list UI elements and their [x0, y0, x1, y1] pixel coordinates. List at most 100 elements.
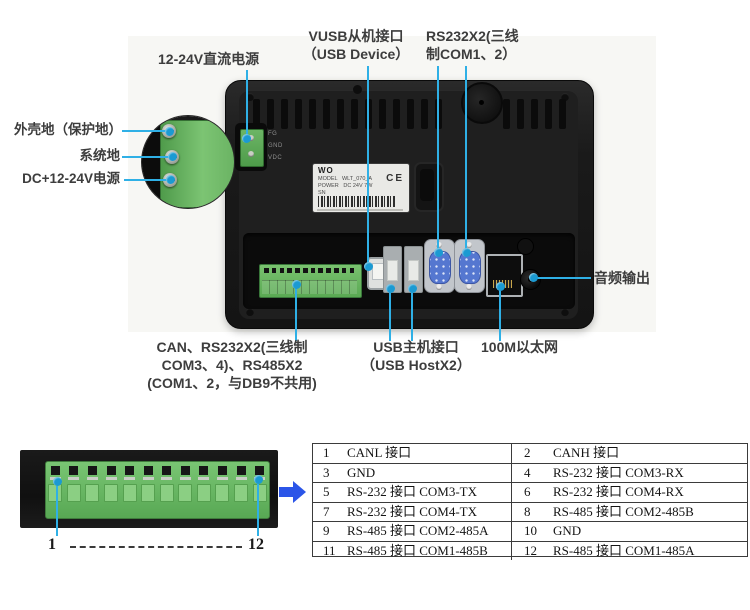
ce-mark: CE	[386, 173, 404, 184]
pin-marker-dot	[434, 248, 443, 257]
small-jack	[517, 238, 534, 255]
terminal-pin	[120, 462, 139, 518]
vent-slot	[559, 99, 566, 129]
pin-description: CANH 接口	[553, 445, 620, 460]
terminal-pin	[195, 462, 214, 518]
pin-number: 8	[511, 502, 553, 521]
terminal-hole	[334, 268, 339, 273]
pin-marker-dot	[165, 127, 174, 136]
pin-marker-dot	[496, 282, 505, 291]
leader-line	[499, 287, 501, 341]
pin-marker-dot	[292, 280, 301, 289]
db9-serial-port-1	[424, 239, 455, 293]
terminal-hole	[302, 268, 308, 273]
leader-line	[536, 277, 591, 279]
sticker-power-line: POWER DC 24V 7W	[318, 183, 373, 189]
callout-rs232: RS232X2(三线 制COM1、2）	[426, 28, 519, 62]
terminal-holes	[264, 268, 355, 273]
terminal-pin	[213, 462, 232, 518]
pin-range-dashed-line	[70, 546, 242, 548]
pin-marker-dot	[168, 152, 177, 161]
terminal-hole	[271, 268, 277, 273]
vent-slot	[517, 99, 524, 129]
leader-line	[437, 66, 439, 252]
table-row: 7 RS-232 接口 COM4-TX 8 RS-485 接口 COM2-485…	[313, 502, 747, 522]
pin-assignment-table: 1 CANL 接口 2 CANH 接口 3 GND 4 RS-232 接口 CO…	[312, 443, 748, 560]
vent-slot	[295, 99, 302, 129]
leader-line	[257, 484, 259, 536]
leader-line	[389, 289, 391, 341]
terminal-hole	[318, 268, 324, 273]
terminal-hole	[326, 268, 331, 273]
terminal-pin	[139, 462, 158, 518]
pin-number: 4	[511, 463, 553, 482]
vent-slot	[407, 99, 414, 129]
pin-marker-dot	[166, 175, 175, 184]
pin-description: RS-232 接口 COM3-RX	[553, 464, 684, 480]
terminal-hole	[341, 268, 347, 273]
pin1-marker-dot	[53, 477, 62, 486]
pin-number: 10	[511, 522, 553, 541]
pin-description: RS-232 接口 COM4-RX	[553, 484, 684, 499]
leader-line	[367, 66, 369, 266]
corner-screw	[561, 308, 569, 316]
table-row: 9 RS-485 接口 COM2-485A 10 GND	[313, 522, 747, 542]
callout-dc-power: DC+12-24V电源	[22, 171, 120, 186]
usb-host-port-2	[404, 246, 423, 293]
manufacturer-text-bar	[317, 209, 403, 211]
card-slot-cover	[414, 162, 444, 212]
terminal-hole	[264, 268, 269, 273]
pin-label-fg: FG	[268, 131, 278, 137]
pin-marker-dot	[462, 248, 471, 257]
callout-ethernet: 100M以太网	[481, 339, 559, 355]
callout-usb-host: USB主机接口 （USB HostX2）	[361, 339, 471, 373]
corner-screw	[246, 93, 254, 101]
pin-number: 2	[511, 444, 553, 463]
leader-line	[122, 156, 171, 158]
vent-slot	[323, 99, 330, 129]
leader-line	[411, 289, 413, 341]
corner-screw	[246, 308, 254, 316]
terminal-pin	[83, 462, 102, 518]
ethernet-port	[486, 254, 523, 297]
sticker-model-line: MODEL WLT_070_A	[318, 176, 373, 182]
terminal-hole	[287, 268, 292, 273]
leader-line	[56, 486, 58, 536]
terminal-pin	[157, 462, 176, 518]
pin-description: GND	[347, 464, 376, 480]
pin-marker-dot	[529, 273, 538, 282]
pin-number: 9	[323, 523, 330, 538]
terminal-hole	[279, 268, 285, 273]
pin-description: RS-485 接口 COM2-485B	[553, 503, 694, 519]
terminal-sockets	[262, 280, 357, 294]
db9-pin-field	[459, 251, 481, 284]
power-pin-labels: FG GND VDC	[268, 128, 283, 164]
barcode	[318, 196, 396, 207]
pin-label-gnd: GND	[268, 143, 283, 149]
vent-slot	[253, 99, 260, 129]
vent-slot	[281, 99, 288, 129]
brand-logo: WO	[318, 166, 334, 175]
vent-slot	[531, 99, 538, 129]
pin-start-label: 1	[48, 536, 56, 553]
terminal-block-closeup	[45, 461, 270, 519]
pin-description: CANL 接口	[347, 445, 412, 460]
product-label-sticker: WO CE MODEL WLT_070_A POWER DC 24V 7W SN	[313, 164, 409, 212]
terminal-pin	[232, 462, 251, 518]
table-row: 5 RS-232 接口 COM3-TX 6 RS-232 接口 COM4-RX	[313, 483, 747, 503]
vent-slot	[393, 99, 400, 129]
leader-line	[122, 130, 168, 132]
pin-number: 12	[511, 541, 553, 560]
pin-description: RS-485 接口 COM1-485B	[347, 542, 488, 558]
pin-description: RS-232 接口 COM4-TX	[347, 503, 478, 519]
arrow-right-icon	[279, 481, 306, 503]
mounting-hole	[353, 85, 362, 94]
terminal-pin	[250, 462, 269, 518]
callout-vusb: VUSB从机接口 （USB Device）	[302, 28, 410, 62]
vent-slot	[379, 99, 386, 129]
pin-marker-dot	[242, 134, 251, 143]
vent-slots-right	[503, 99, 566, 129]
pin-marker-dot	[386, 284, 395, 293]
terminal-block-12pin	[259, 264, 362, 298]
